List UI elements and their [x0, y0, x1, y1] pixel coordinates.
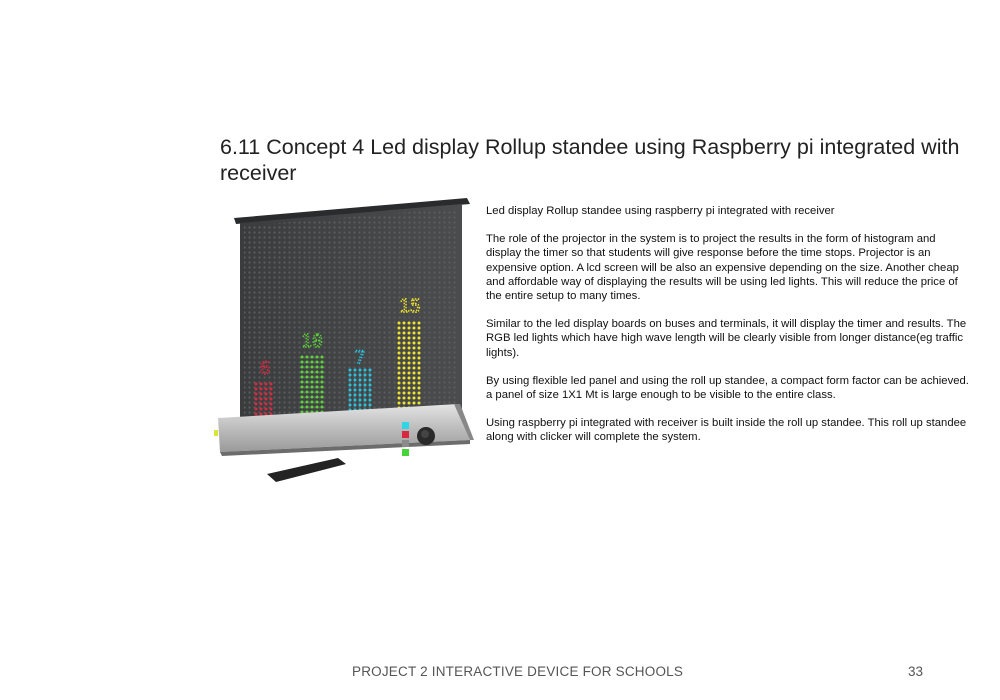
paragraph-led-boards: Similar to the led display boards on bus…: [486, 318, 967, 359]
paragraph-form-factor: By using flexible led panel and using th…: [486, 374, 969, 402]
paragraph-intro: Led display Rollup standee using raspber…: [486, 205, 835, 217]
histogram-bar: 15: [397, 295, 422, 410]
histogram-bar-label: 10: [301, 331, 323, 352]
body-text: Led display Rollup standee using raspber…: [486, 204, 970, 459]
indicator-light: [402, 449, 409, 456]
histogram-bar-label: 6: [260, 358, 271, 379]
histogram-bars: 6 10 7 15: [254, 295, 422, 416]
led-standee-render: 6 10 7 15: [214, 198, 474, 482]
footer-page-number: 33: [908, 664, 924, 679]
histogram-bar: 6: [254, 357, 273, 416]
indicator-light: [402, 431, 409, 438]
led-standee-illustration: 6 10 7 15: [212, 190, 492, 520]
indicator-light: [402, 440, 409, 447]
paragraph-projector: The role of the projector in the system …: [486, 233, 959, 303]
standee-foot: [267, 458, 346, 482]
histogram-bar-label: 15: [399, 296, 421, 317]
histogram-bar: 7: [348, 347, 372, 412]
section-heading: 6.11 Concept 4 Led display Rollup stande…: [220, 135, 960, 185]
histogram-bar: 10: [300, 330, 324, 414]
indicator-light: [402, 422, 409, 429]
footer-document-title: PROJECT 2 INTERACTIVE DEVICE FOR SCHOOLS: [352, 664, 684, 679]
indicator-lights: [402, 422, 409, 456]
histogram-bar-label: 7: [355, 348, 366, 369]
paragraph-raspberry-pi: Using raspberry pi integrated with recei…: [486, 417, 967, 444]
top-bar: [234, 198, 470, 224]
